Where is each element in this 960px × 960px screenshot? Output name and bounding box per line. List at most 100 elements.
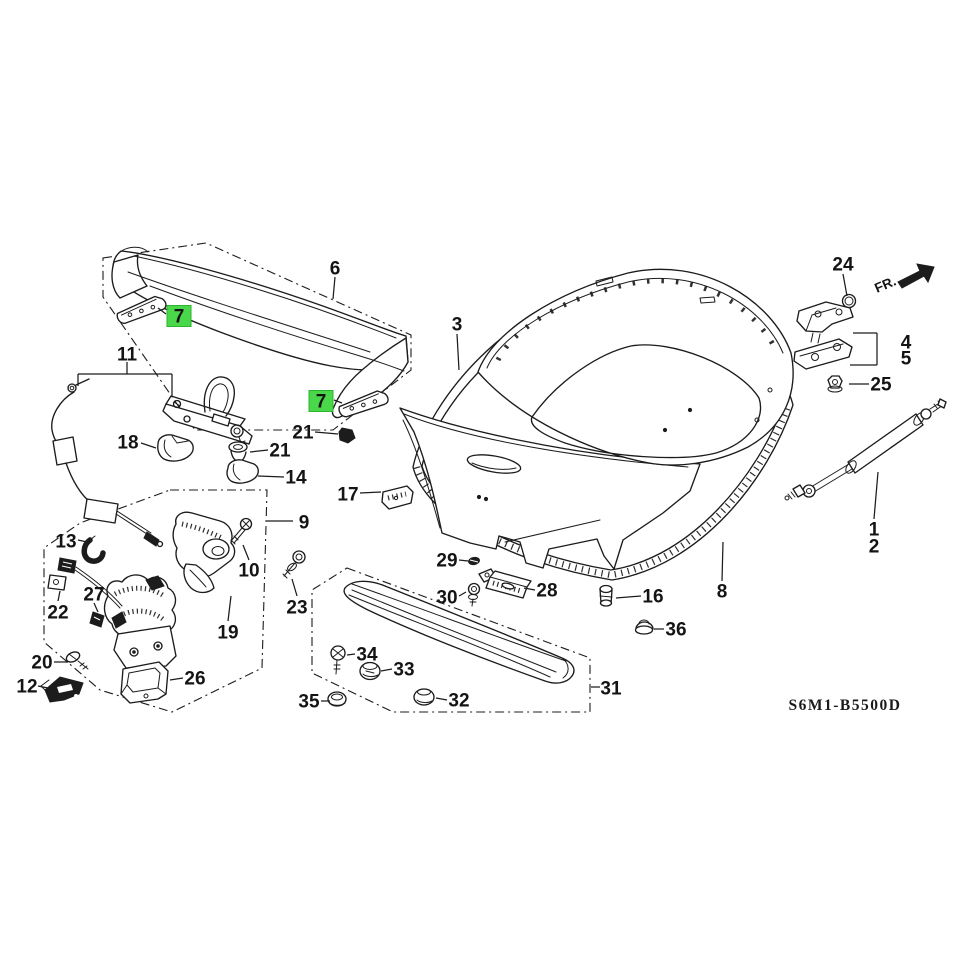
latch-assembly	[103, 574, 177, 669]
callout-bracket-11	[77, 362, 173, 396]
callout-25: 25	[849, 375, 892, 396]
callout-21b-number: 21	[269, 441, 291, 462]
screw-34	[330, 645, 346, 675]
callout-26-leader	[169, 677, 184, 681]
callout-27-number: 27	[83, 585, 104, 606]
callout-13-number: 13	[55, 532, 76, 553]
callout-7-left-highlight[interactable]	[166, 305, 192, 327]
spoiler-wing	[111, 246, 409, 419]
callout-18-number: 18	[117, 433, 138, 454]
clip-29	[468, 556, 480, 566]
callout-33-number: 33	[393, 660, 414, 681]
callout-27: 27	[83, 585, 105, 613]
callout-23-number: 23	[286, 598, 307, 619]
callout-34: 34	[346, 645, 378, 666]
callout-30-number: 30	[436, 588, 457, 609]
callout-6: 6	[330, 259, 340, 300]
cushion-14	[226, 459, 259, 484]
grommet-21	[228, 441, 248, 463]
gas-strut	[784, 398, 947, 501]
callout-1-leader	[873, 471, 879, 520]
callout-7-right[interactable]: 7	[308, 390, 343, 413]
callout-17-number: 17	[337, 485, 358, 506]
callout-10: 10	[238, 544, 260, 582]
tailgate-window-frame	[477, 268, 794, 466]
callout-32-leader	[435, 697, 448, 701]
hinge-4	[796, 301, 854, 344]
callout-13: 13	[55, 532, 88, 553]
bolt-30	[467, 582, 481, 607]
fr-label: FR.	[872, 273, 898, 295]
rear-garnish	[343, 580, 575, 684]
callout-5: 5	[901, 349, 912, 370]
grommet-33	[359, 661, 381, 681]
callout-31-number: 31	[600, 679, 622, 700]
grommet-32	[413, 688, 435, 706]
callout-10-number: 10	[238, 561, 259, 582]
callout-7-right-highlight[interactable]	[308, 390, 334, 412]
clip-21	[338, 427, 356, 444]
lock-actuator	[172, 511, 236, 594]
callout-14-number: 14	[285, 468, 307, 489]
callout-7-left[interactable]: 7	[157, 305, 192, 328]
callout-31: 31	[591, 679, 622, 700]
callout-20-number: 20	[31, 653, 52, 674]
callout-28-leader	[523, 587, 536, 591]
callout-3-leader	[456, 333, 460, 371]
callout-20: 20	[31, 653, 68, 674]
connector-block	[57, 557, 123, 609]
grommet-36	[634, 619, 654, 635]
callout-19-leader	[227, 595, 232, 622]
callout-bracket-4-5	[850, 332, 878, 366]
callout-36: 36	[654, 620, 687, 641]
callout-12-leader	[37, 685, 49, 689]
callout-35-number: 35	[298, 692, 320, 713]
callout-8: 8	[717, 541, 727, 603]
callout-28-number: 28	[536, 581, 557, 602]
callout-2: 2	[869, 537, 880, 558]
callout-21a: 21	[292, 423, 339, 444]
callout-7-right-number: 7	[316, 392, 327, 413]
callout-24-number: 24	[832, 255, 854, 276]
callout-35: 35	[298, 692, 330, 713]
callout-5-number: 5	[901, 349, 912, 370]
opener-cable	[51, 378, 164, 548]
callout-16: 16	[615, 587, 664, 608]
hinge-plate-5	[793, 338, 853, 370]
bolt-27	[89, 611, 105, 628]
callout-32: 32	[435, 691, 470, 712]
spoiler-pad-left	[116, 295, 167, 325]
callout-24: 24	[832, 255, 854, 297]
callout-26-number: 26	[184, 669, 205, 690]
clip-17	[381, 485, 414, 510]
callout-28: 28	[523, 581, 558, 602]
callout-7-left-number: 7	[174, 307, 185, 328]
callout-7-right-leader	[333, 399, 343, 404]
callout-14-leader	[257, 475, 285, 478]
callout-17: 17	[337, 485, 382, 506]
callout-3: 3	[452, 315, 463, 371]
striker-plate-28	[478, 568, 532, 599]
callout-3-number: 3	[452, 315, 463, 336]
callout-34-leader	[346, 653, 356, 656]
callout-11-number: 11	[117, 345, 138, 366]
callout-22-leader	[57, 590, 61, 602]
callout-34-number: 34	[356, 645, 378, 666]
callout-23-leader	[291, 578, 298, 597]
callout-12: 12	[16, 677, 49, 698]
callout-29-number: 29	[436, 551, 457, 572]
callout-13-leader	[77, 539, 88, 543]
callout-9-number: 9	[299, 513, 310, 534]
callout-19: 19	[217, 595, 239, 644]
callout-22-number: 22	[47, 603, 68, 624]
callout-30: 30	[436, 588, 467, 609]
callout-33: 33	[380, 660, 415, 681]
callout-36-number: 36	[665, 620, 686, 641]
callout-32-number: 32	[448, 691, 469, 712]
clip-13	[81, 535, 106, 564]
callout-21a-number: 21	[292, 423, 314, 444]
callout-1: 1	[869, 471, 880, 541]
cushion-18	[157, 434, 194, 462]
